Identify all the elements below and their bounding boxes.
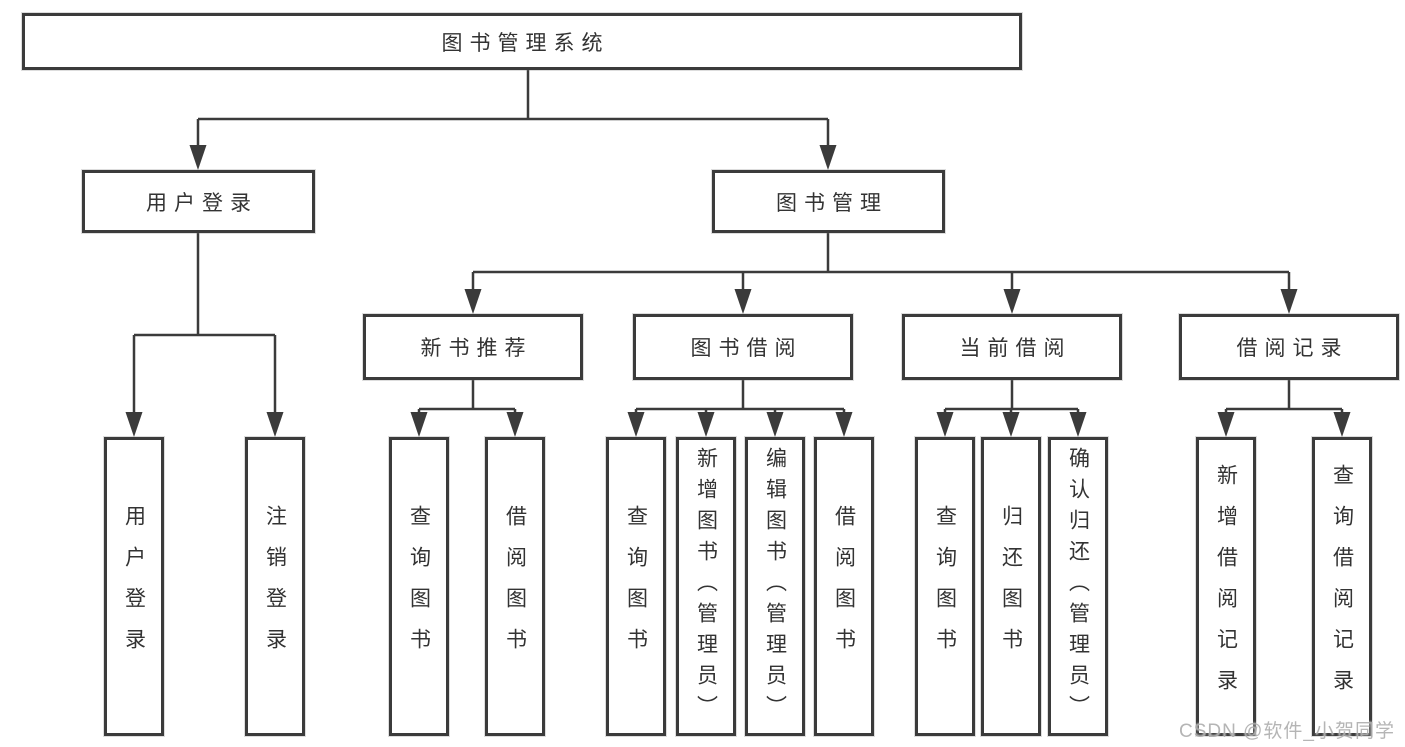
leaf-label: 新增图书（管理员） xyxy=(694,447,718,726)
leaf-label: 编辑图书（管理员） xyxy=(763,447,787,726)
leaf-add-books-admin: 新增图书（管理员） xyxy=(676,437,736,736)
connector-book-management-to-level3 xyxy=(471,233,1291,294)
node-borrow-records: 借阅记录 xyxy=(1179,314,1399,380)
leaf-label: 归还图书 xyxy=(999,504,1023,669)
node-book-borrow: 图书借阅 xyxy=(633,314,853,380)
connector-new-book-recommend-to-leaves xyxy=(417,380,517,417)
leaf-query-books-current: 查询图书 xyxy=(915,437,975,736)
node-label: 借阅记录 xyxy=(1236,337,1349,360)
connector-user-login-to-leaves xyxy=(132,233,277,417)
node-root-library-system: 图书管理系统 xyxy=(22,13,1022,70)
leaf-label: 查询图书 xyxy=(407,504,431,669)
leaf-borrow-books: 借阅图书 xyxy=(814,437,874,736)
leaf-add-borrow-record: 新增借阅记录 xyxy=(1196,437,1256,736)
leaf-query-borrow-record: 查询借阅记录 xyxy=(1312,437,1372,736)
leaf-label: 借阅图书 xyxy=(832,504,856,669)
node-new-book-recommend: 新书推荐 xyxy=(363,314,583,380)
leaf-label: 查询借阅记录 xyxy=(1330,463,1354,710)
node-book-management: 图书管理 xyxy=(712,170,945,233)
leaf-user-login: 用户登录 xyxy=(104,437,164,736)
leaf-label: 查询图书 xyxy=(624,504,648,669)
node-current-borrow: 当前借阅 xyxy=(902,314,1122,380)
node-user-login: 用户登录 xyxy=(82,170,315,233)
leaf-query-books-borrow: 查询图书 xyxy=(606,437,666,736)
leaf-label: 注销登录 xyxy=(263,504,287,669)
connector-borrow-record-to-leaves xyxy=(1224,380,1344,417)
leaf-label: 新增借阅记录 xyxy=(1214,463,1238,710)
node-label: 当前借阅 xyxy=(959,337,1072,360)
arrowheads xyxy=(125,145,1351,437)
leaf-label: 用户登录 xyxy=(122,504,146,669)
node-label: 用户登录 xyxy=(146,191,258,215)
node-label: 图书管理 xyxy=(776,191,888,215)
node-label: 图书管理系统 xyxy=(441,31,610,55)
leaf-query-books-recommend: 查询图书 xyxy=(389,437,449,736)
node-label: 图书借阅 xyxy=(690,337,803,360)
leaf-label: 确认归还（管理员） xyxy=(1066,447,1090,726)
leaf-return-books: 归还图书 xyxy=(981,437,1041,736)
leaf-borrow-books-recommend: 借阅图书 xyxy=(485,437,545,736)
connector-root-to-level2 xyxy=(196,70,830,150)
leaf-confirm-return-admin: 确认归还（管理员） xyxy=(1048,437,1108,736)
leaf-edit-books-admin: 编辑图书（管理员） xyxy=(745,437,805,736)
node-label: 新书推荐 xyxy=(420,337,533,360)
leaf-label: 借阅图书 xyxy=(503,504,527,669)
csdn-watermark: CSDN @软件_小贺同学 xyxy=(1179,721,1395,742)
connector-current-borrow-to-leaves xyxy=(943,380,1080,417)
leaf-logout-login: 注销登录 xyxy=(245,437,305,736)
connector-book-borrow-to-leaves xyxy=(634,380,846,417)
leaf-label: 查询图书 xyxy=(933,504,957,669)
